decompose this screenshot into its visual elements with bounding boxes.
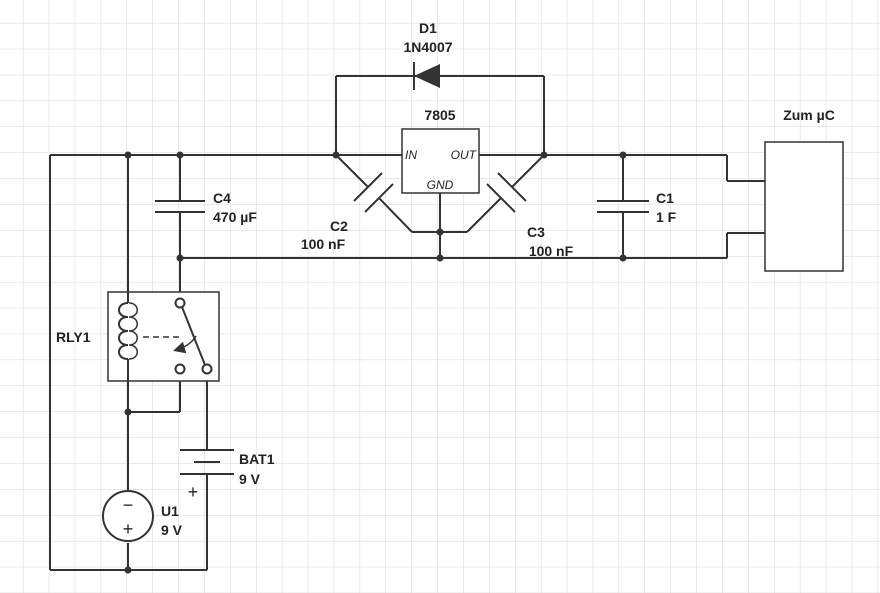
regulator-body [401,128,480,194]
capacitor-c1-value: 1 F [656,209,677,225]
relay-rly1[interactable]: RLY1 [56,291,220,382]
capacitor-c4-ref: C4 [213,190,231,206]
diode-d1-value: 1N4007 [403,39,452,55]
relay-coil [118,292,138,381]
source-plus-sign: + [123,519,134,539]
regulator-pin-in: IN [405,148,417,162]
capacitor-c1[interactable]: C1 1 F [597,190,677,225]
diode-d1[interactable]: D1 1N4007 [403,20,453,90]
relay-no-contact [201,363,213,375]
source-value: 9 V [161,522,183,538]
relay-arrow [173,335,197,354]
connector-label: Zum µC [783,107,835,123]
relay-ref: RLY1 [56,329,91,345]
regulator-pin-gnd: GND [427,178,454,192]
capacitor-c3-value: 100 nF [529,243,574,259]
capacitor-c2-ref: C2 [330,218,348,234]
capacitor-c3-ref: C3 [527,224,545,240]
relay-common-contact [174,297,186,309]
battery-plus-sign: + [188,482,199,502]
battery-ref: BAT1 [239,451,275,467]
capacitor-c3[interactable]: C3 100 nF [466,154,574,259]
battery-bat1[interactable]: + BAT1 9 V [180,449,275,502]
regulator-7805[interactable]: 7805 IN OUT GND [401,107,480,194]
capacitor-c2[interactable]: C2 100 nF [301,154,413,252]
source-ref: U1 [161,503,179,519]
capacitor-c4[interactable]: C4 470 µF [155,190,257,225]
diode-d1-ref: D1 [419,20,437,36]
relay-switch-arm [181,306,206,366]
regulator-name: 7805 [424,107,455,123]
regulator-pin-out: OUT [451,148,478,162]
capacitor-c4-value: 470 µF [213,209,257,225]
source-body [102,490,154,542]
capacitor-c1-ref: C1 [656,190,674,206]
source-minus-sign: − [123,495,134,515]
connector-body [764,141,844,272]
connector-to-mcu[interactable]: Zum µC [764,107,844,272]
capacitor-c2-value: 100 nF [301,236,346,252]
battery-value: 9 V [239,471,261,487]
voltage-source-u1[interactable]: − + U1 9 V [102,490,183,542]
junction-dots [124,151,627,574]
diode-d1-triangle [414,64,440,88]
relay-nc-contact [174,363,186,375]
